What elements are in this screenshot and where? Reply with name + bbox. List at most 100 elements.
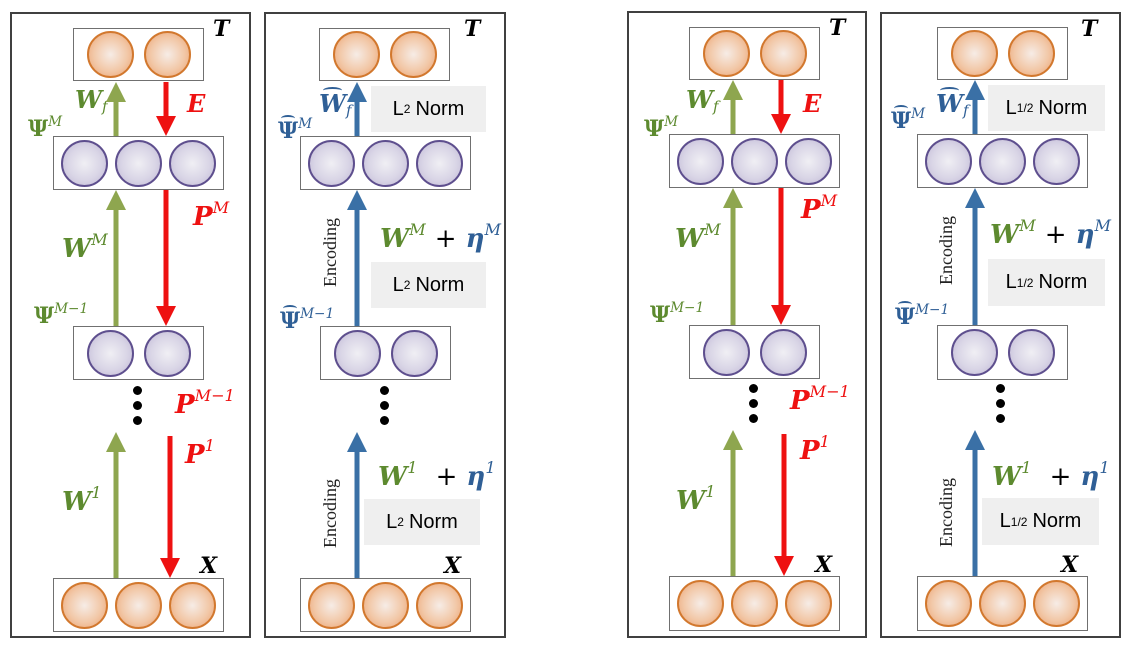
input-neuron xyxy=(307,581,355,629)
output-neuron xyxy=(950,30,998,77)
psi-m-label: ΨM xyxy=(644,114,679,143)
ellipsis-dots xyxy=(133,386,142,425)
pm-label: PM xyxy=(193,198,230,233)
wf-label: Wf xyxy=(75,85,108,116)
psi-m-label: ΨM xyxy=(28,114,63,143)
output-layer xyxy=(319,28,450,81)
pm-minus-1-label: PM−1 xyxy=(175,386,235,421)
output-layer xyxy=(937,27,1068,80)
output-neuron xyxy=(143,31,191,78)
p1-label: P1 xyxy=(185,436,215,471)
input-layer xyxy=(917,576,1088,631)
hidden-neuron xyxy=(169,139,217,187)
hidden-neuron xyxy=(950,329,998,376)
wm-label: WM xyxy=(675,220,721,255)
input-label: X xyxy=(815,552,833,578)
hidden-neuron xyxy=(333,329,381,377)
output-neuron xyxy=(86,31,134,78)
hidden-neuron xyxy=(361,139,409,187)
wm-plus-eta-m-label: WM + ηM xyxy=(990,216,1112,251)
pm-minus-1-label: PM−1 xyxy=(790,382,850,417)
hidden-neuron xyxy=(978,137,1026,185)
hidden-neuron xyxy=(416,139,464,187)
input-label: X xyxy=(200,553,218,579)
psi-m-hat-label: ΨM xyxy=(891,105,926,135)
input-neuron xyxy=(361,581,409,629)
psi-m-minus-1-hat-label: ΨM−1 xyxy=(895,301,950,331)
input-neuron xyxy=(416,581,464,629)
hidden-neuron xyxy=(143,329,191,377)
panel-standard-network-left xyxy=(10,12,251,638)
input-neuron xyxy=(169,581,217,629)
wf-hat-label: Wf xyxy=(936,87,969,120)
target-label: T xyxy=(1081,16,1098,42)
hidden-layer-m-minus-1 xyxy=(937,325,1068,380)
hidden-layer-m xyxy=(917,134,1088,188)
input-neuron xyxy=(114,581,162,629)
output-neuron xyxy=(389,31,437,78)
output-neuron xyxy=(332,31,380,78)
target-label: T xyxy=(464,16,481,42)
input-neuron xyxy=(60,581,108,629)
target-label: T xyxy=(213,16,230,42)
hidden-neuron xyxy=(702,328,750,376)
hidden-layer-m-minus-1 xyxy=(689,325,820,379)
input-neuron xyxy=(676,580,724,627)
w1-plus-eta-1-label: W1 + η1 xyxy=(992,458,1110,493)
input-label: X xyxy=(1061,552,1079,578)
input-layer xyxy=(53,578,224,632)
ellipsis-dots xyxy=(749,384,758,423)
input-label: X xyxy=(444,553,462,579)
hidden-neuron xyxy=(676,137,724,185)
hidden-layer-m xyxy=(669,134,840,188)
p1-label: P1 xyxy=(800,432,830,467)
psi-m-hat-label: ΨM xyxy=(278,115,313,145)
wf-hat-label: Wf xyxy=(319,87,352,120)
input-layer xyxy=(300,578,471,632)
hidden-neuron xyxy=(924,137,972,185)
panel-standard-network-right xyxy=(627,11,867,638)
pm-label: PM xyxy=(801,191,838,226)
output-neuron xyxy=(1007,30,1055,77)
w1-plus-eta-1-label: W1 + η1 xyxy=(378,458,496,493)
wm-plus-eta-m-label: WM + ηM xyxy=(380,220,502,255)
hidden-neuron xyxy=(390,329,438,377)
wm-label: WM xyxy=(62,230,108,265)
w1-label: W1 xyxy=(676,482,716,517)
output-layer xyxy=(689,27,820,80)
hidden-neuron xyxy=(60,139,108,187)
hidden-layer-m-minus-1 xyxy=(73,326,204,380)
psi-m-minus-1-hat-label: ΨM−1 xyxy=(280,305,335,335)
w1-label: W1 xyxy=(62,483,102,518)
hidden-neuron xyxy=(114,139,162,187)
hidden-neuron xyxy=(785,137,833,185)
hidden-layer-m xyxy=(53,136,224,190)
psi-m-minus-1-label: ΨM−1 xyxy=(650,300,705,329)
output-layer xyxy=(73,28,204,81)
input-neuron xyxy=(1033,580,1081,627)
error-label: E xyxy=(187,89,206,118)
error-label: E xyxy=(803,89,822,118)
hidden-neuron xyxy=(307,139,355,187)
wf-label: Wf xyxy=(686,85,719,116)
ellipsis-dots xyxy=(380,386,389,425)
output-neuron xyxy=(759,30,807,77)
psi-m-minus-1-label: ΨM−1 xyxy=(34,301,89,330)
hidden-neuron xyxy=(730,137,778,185)
hidden-layer-m-minus-1 xyxy=(320,326,451,380)
hidden-layer-m xyxy=(300,136,471,190)
input-layer xyxy=(669,576,840,631)
ellipsis-dots xyxy=(996,384,1005,423)
hidden-neuron xyxy=(86,329,134,377)
input-neuron xyxy=(924,580,972,627)
input-neuron xyxy=(730,580,778,627)
hidden-neuron xyxy=(1007,329,1055,376)
hidden-neuron xyxy=(759,328,807,376)
input-neuron xyxy=(978,580,1026,627)
